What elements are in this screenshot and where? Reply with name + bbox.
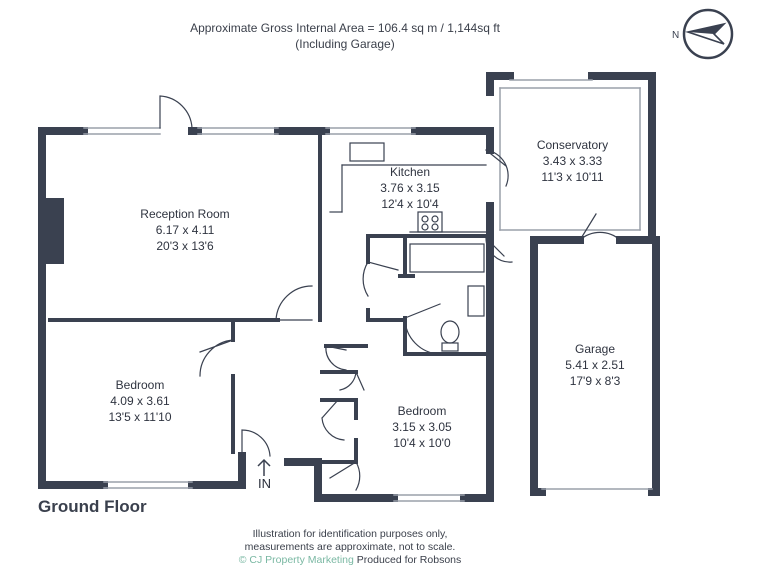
room-name: Bedroom <box>397 404 447 418</box>
entry-arrow-icon <box>257 458 271 476</box>
room-name: Reception Room <box>140 207 230 221</box>
produced-credit: Produced for Robsons <box>356 554 462 566</box>
disclaimer-line-1: Illustration for identification purposes… <box>252 528 448 540</box>
room-name: Garage <box>574 342 616 356</box>
room-metric: 4.09 x 3.61 <box>110 394 170 408</box>
room-metric: 3.15 x 3.05 <box>392 420 452 434</box>
room-metric: 3.43 x 3.33 <box>542 154 603 168</box>
room-imperial: 20'3 x 13'6 <box>156 239 214 253</box>
room-name: Bedroom <box>115 378 165 392</box>
entry-label: IN <box>258 476 271 491</box>
wall-layer <box>38 72 660 502</box>
room-imperial: 12'4 x 10'4 <box>381 197 439 211</box>
reception-walls <box>38 127 490 489</box>
room-label-bedroom-1: Bedroom 4.09 x 3.61 13'5 x 11'10 <box>80 377 200 425</box>
conservatory-walls <box>486 72 656 244</box>
room-label-bedroom-2: Bedroom 3.15 x 3.05 10'4 x 10'0 <box>362 403 482 451</box>
room-imperial: 17'9 x 8'3 <box>569 374 621 388</box>
room-label-reception: Reception Room 6.17 x 4.11 20'3 x 13'6 <box>100 206 270 254</box>
brand-credit: © CJ Property Marketing <box>238 554 354 566</box>
compass-icon: N <box>672 8 734 60</box>
room-name: Kitchen <box>389 165 431 179</box>
rear-walls <box>284 127 494 502</box>
room-imperial: 11'3 x 10'11 <box>541 170 604 184</box>
room-imperial: 13'5 x 11'10 <box>108 410 172 424</box>
kitchen-fittings <box>329 142 487 352</box>
room-name: Conservatory <box>536 138 609 152</box>
compass-north-label: N <box>672 30 679 41</box>
room-label-kitchen: Kitchen 3.76 x 3.15 12'4 x 10'4 <box>350 164 470 212</box>
reception-windows <box>83 127 416 489</box>
room-metric: 6.17 x 4.11 <box>155 223 215 237</box>
area-note-text: (Including Garage) <box>295 37 395 51</box>
conservatory-glazing <box>499 79 641 231</box>
door-swings <box>159 95 621 491</box>
chimney-breast <box>46 198 64 264</box>
room-label-garage: Garage 5.41 x 2.51 17'9 x 8'3 <box>545 341 645 389</box>
bedroom2-window <box>393 494 465 502</box>
gross-area-text: Approximate Gross Internal Area = 106.4 … <box>190 21 500 35</box>
room-imperial: 10'4 x 10'0 <box>393 436 451 450</box>
room-metric: 5.41 x 2.51 <box>565 358 625 372</box>
room-metric: 3.76 x 3.15 <box>380 181 440 195</box>
credits-line: © CJ Property Marketing Produced for Rob… <box>150 554 550 567</box>
disclaimer-line-2: measurements are approximate, not to sca… <box>244 541 456 553</box>
internal-walls <box>48 133 488 464</box>
floor-title: Ground Floor <box>38 497 147 516</box>
garage-walls <box>530 236 660 496</box>
room-label-conservatory: Conservatory 3.43 x 3.33 11'3 x 10'11 <box>515 137 630 185</box>
